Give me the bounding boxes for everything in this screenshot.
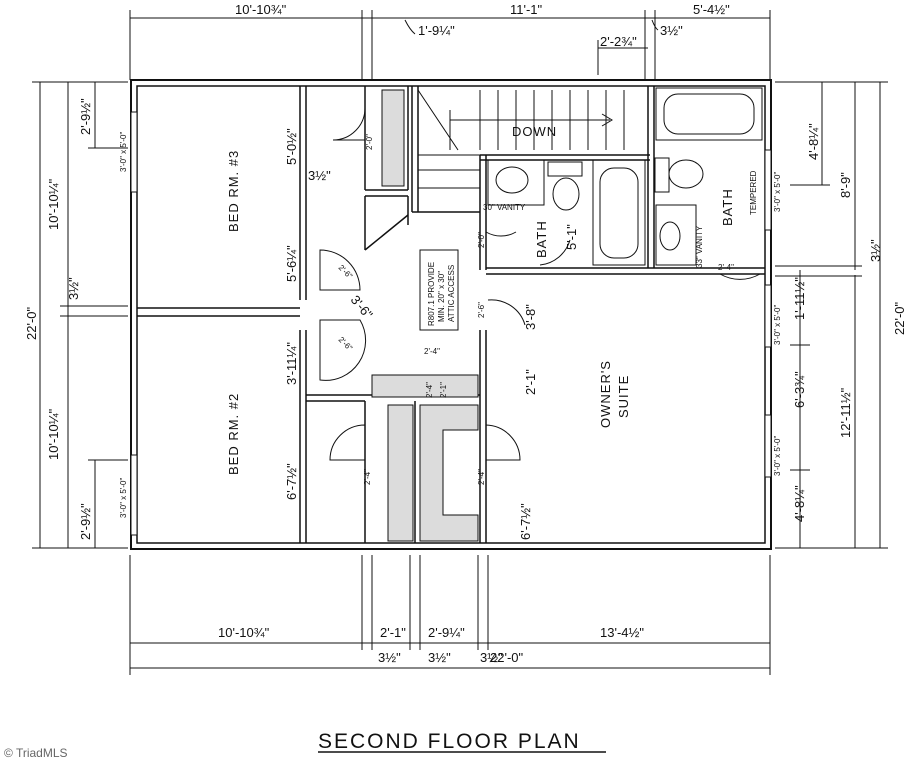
- room-label-bed3: BED RM. #3: [226, 150, 241, 232]
- dimension-lines-right: [775, 81, 888, 549]
- closet-shelves: [371, 89, 479, 542]
- room-labels: BED RM. #3 BED RM. #2 OWNER'S SUITE BATH…: [226, 124, 758, 475]
- windows: [130, 111, 772, 536]
- dim-right-total: 22'-0": [892, 301, 907, 335]
- door-label-9: 2'-4": [424, 347, 440, 356]
- watermark: © TriadMLS: [4, 746, 68, 760]
- dim-top-2: 1'-9¼": [418, 23, 455, 38]
- room-label-bath2: BATH: [720, 188, 735, 226]
- dim-left-4: 2'-9½": [78, 98, 93, 135]
- attic-note-line2: MIN. 20" x 30": [437, 271, 446, 322]
- dim-int-10: 6'-7½": [518, 503, 533, 540]
- dimension-lines-bottom: [129, 555, 771, 675]
- attic-note-line3: ATTIC ACCESS: [447, 265, 456, 322]
- window-labels: 3'-0" x 5'-0" 3'-0" x 5'-0" 3'-0" x 5'-0…: [119, 132, 782, 518]
- dim-top-6: 2'-2¾": [600, 34, 637, 49]
- dim-bottom-6: 3½": [428, 650, 451, 665]
- tempered-label: TEMPERED: [749, 170, 758, 215]
- door-label-5: 2'-6": [477, 302, 486, 318]
- bath-fixtures: [487, 87, 763, 266]
- vanity33-label: 33" VANITY: [695, 225, 704, 268]
- doors: [319, 107, 761, 461]
- room-label-bath1: BATH: [534, 220, 549, 258]
- dim-left-3: 10'-10¼": [46, 408, 61, 460]
- dim-bottom-4: 13'-4½": [600, 625, 644, 640]
- dim-right-2: 8'-9": [838, 172, 853, 198]
- dim-bottom-total: 22'-0": [490, 650, 524, 665]
- dim-int-4: 3'-11¼": [284, 342, 299, 385]
- dim-bottom-5: 3½": [378, 650, 401, 665]
- attic-note-line1: R807.1 PROVIDE: [427, 262, 436, 326]
- dim-int-3: 5'-6¼": [284, 245, 299, 282]
- dim-top-4: 3½": [660, 23, 683, 38]
- dim-top-3: 11'-1": [510, 2, 543, 17]
- vanity30-label: 30" VANITY: [483, 203, 526, 212]
- stairs-label: DOWN: [512, 124, 557, 139]
- window-label-3: 3'-0" x 5'-0": [773, 172, 782, 212]
- dimension-lines-left: [32, 81, 128, 549]
- dim-int-9: 2'-1": [523, 369, 538, 395]
- dimension-labels: 10'-10¾" 1'-9¼" 11'-1" 3½" 5'-4½" 2'-2¾"…: [24, 2, 907, 665]
- dim-top-5: 5'-4½": [693, 2, 730, 17]
- stairs: [417, 89, 625, 189]
- door-label-8: 2'-4": [425, 382, 434, 398]
- dim-int-8: 3'-8": [523, 304, 538, 330]
- window-label-1: 3'-0" x 5'-0": [119, 132, 128, 172]
- door-label-2: 2'-0": [477, 232, 486, 248]
- door-label-4: 2'-6": [337, 335, 355, 353]
- plan-title-text: SECOND FLOOR PLAN: [318, 730, 581, 753]
- dim-bottom-3: 2'-9¼": [428, 625, 465, 640]
- window-label-2: 3'-0" x 5'-0": [119, 478, 128, 518]
- dim-right-3: 3½": [868, 239, 883, 262]
- dim-int-6: 3'-6": [348, 292, 376, 322]
- door-label-1: 2'-0": [365, 134, 374, 150]
- room-label-bed2: BED RM. #2: [226, 393, 241, 475]
- dimension-lines-top: [129, 10, 771, 80]
- dim-bottom-7: 3½": [480, 650, 503, 665]
- dim-right-6: 12'-11½": [838, 387, 853, 438]
- dim-right-5: 6'-3¾": [792, 371, 807, 408]
- dim-int-2: 3½": [308, 168, 331, 183]
- dim-int-11: 2'-4": [718, 263, 734, 272]
- dim-right-4: 1'-11½": [792, 277, 807, 320]
- dim-bottom-1: 10'-10¾": [218, 625, 270, 640]
- dim-left-2: 3½": [66, 277, 81, 300]
- dim-left-5: 2'-9½": [78, 503, 93, 540]
- room-label-owners-1: OWNER'S: [598, 360, 613, 428]
- door-label-10: 2'-1": [439, 382, 448, 398]
- plan-title: SECOND FLOOR PLAN: [318, 730, 606, 753]
- dim-int-1: 5'-0½": [284, 128, 299, 165]
- dim-bottom-2: 2'-1": [380, 625, 406, 640]
- door-label-6: 2'-4": [363, 469, 372, 485]
- window-label-5: 3'-0" x 5'-0": [773, 436, 782, 476]
- dim-int-7: 5'-1": [564, 224, 579, 250]
- dim-right-7: 4'-8¼": [792, 485, 807, 522]
- dim-right-1: 4'-8¼": [806, 123, 821, 160]
- attic-access-note: R807.1 PROVIDE MIN. 20" x 30" ATTIC ACCE…: [427, 262, 456, 326]
- dim-left-total: 22'-0": [24, 306, 39, 340]
- dim-top-1: 10'-10¾": [235, 2, 287, 17]
- window-label-4: 3'-0" x 5'-0": [773, 305, 782, 345]
- door-label-7: 2'-4": [477, 469, 486, 485]
- dim-int-5: 6'-7½": [284, 463, 299, 500]
- interior-walls: [137, 86, 765, 543]
- dim-left-1: 10'-10¼": [46, 178, 61, 230]
- room-label-owners-2: SUITE: [616, 375, 631, 418]
